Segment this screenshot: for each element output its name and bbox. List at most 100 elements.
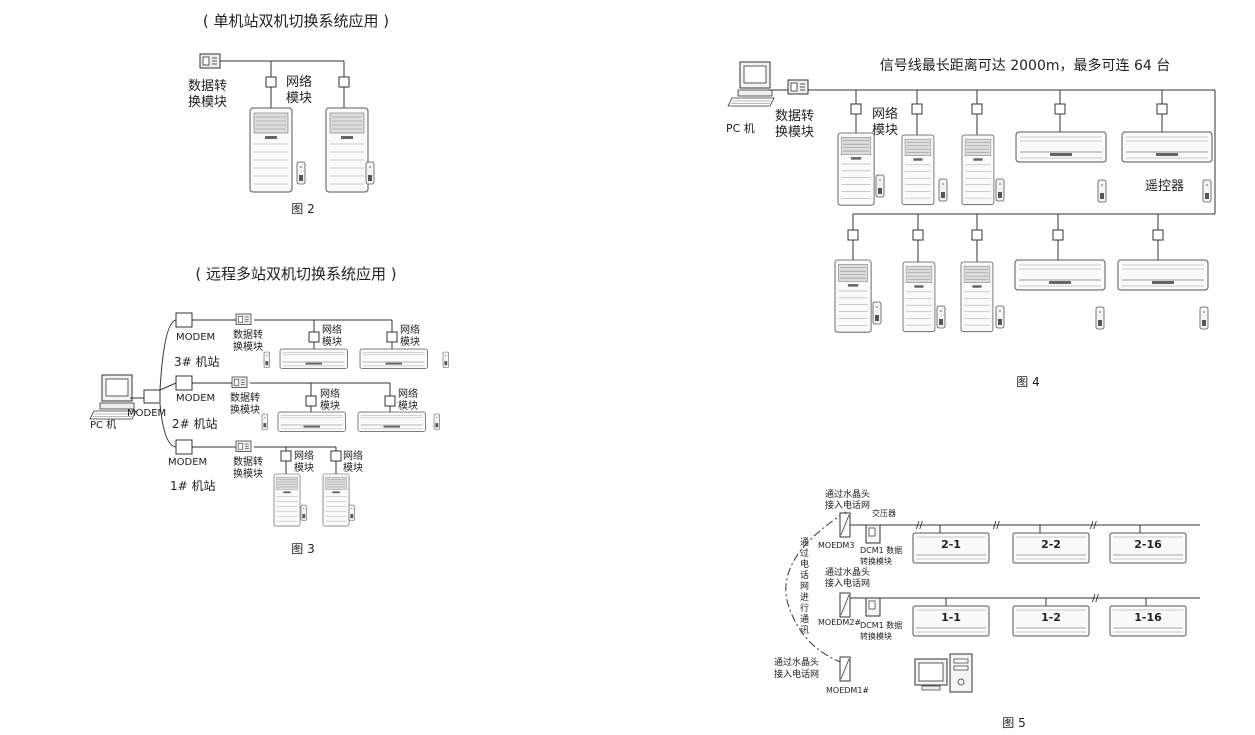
fig3-net2a-l1: 网络: [320, 387, 340, 400]
fig4-remote-label: 遥控器: [1145, 179, 1184, 194]
fig4-floor-ac-r1-2: [901, 134, 935, 206]
fig4-network-line2: 模块: [872, 123, 898, 138]
fig4-remote-r2-5: [1199, 306, 1209, 330]
fig5-dcm1-line2: 转换模块: [860, 631, 892, 641]
fig4-netmod-r1-3: [971, 103, 983, 115]
fig3-converter-3: [235, 313, 252, 325]
fig4-remote-r1-3: [995, 178, 1005, 202]
fig2-caption: 图 2: [291, 202, 314, 216]
fig4-wall-ac-r1-1: [1015, 131, 1107, 163]
fig3-modem-1-label: MODEM: [168, 457, 207, 468]
fig3-netmod-3a: [308, 331, 320, 343]
fig2-remote-1: [296, 161, 306, 185]
fig3-netmod-2b: [384, 395, 396, 407]
fig3-station-1: 1# 机站: [170, 479, 216, 493]
fig4-remote-r1-4: [1097, 179, 1107, 203]
fig5-vertical-note: 通 过 电 话 网 进 行 通 讯: [800, 537, 809, 636]
fig3-net3b-l2: 模块: [400, 336, 420, 348]
fig3-floor-ac-1a: [273, 473, 301, 527]
fig3-netmod-1a: [280, 450, 292, 462]
fig3-net2b-l2: 模块: [398, 400, 418, 412]
fig4-floor-ac-r2-3: [960, 261, 994, 333]
fig3-station-3: 3# 机站: [174, 355, 220, 369]
fig5-modem3-label: MOEDM3: [818, 541, 854, 550]
fig5-vnote-c2: 过: [800, 547, 809, 559]
fig3-net2b-l1: 网络: [398, 387, 418, 400]
figure-3: ( 远程多站双机切换系统应用 ) PC 机: [89, 265, 449, 556]
fig5-vnote-c8: 通: [800, 614, 809, 625]
fig4-remote-r1-2: [938, 178, 948, 202]
fig5-caption: 图 5: [1002, 716, 1025, 730]
fig4-pc: [727, 61, 775, 107]
fig3-net2a-l2: 模块: [320, 400, 340, 412]
fig3-remote-3b: [442, 351, 449, 368]
fig2-data-converter: [199, 53, 221, 69]
fig4-pc-label: PC 机: [726, 121, 755, 135]
fig2-floor-ac-1: [249, 107, 293, 193]
fig3-net3b-l1: 网络: [400, 323, 420, 336]
fig3-modem-3-label: MODEM: [176, 332, 215, 343]
fig5-vnote-c5: 网: [800, 581, 809, 592]
fig4-wall-ac-r2-1: [1014, 259, 1106, 291]
fig4-netmod-r2-4: [1052, 229, 1064, 241]
fig2-converter-line2: 换模块: [188, 95, 227, 110]
fig5-phone1-line2: 接入电话网: [774, 668, 819, 680]
fig3-modem-1: [175, 439, 193, 455]
fig3-remote-2a: [261, 413, 268, 430]
fig4-wall-ac-r1-2: [1121, 131, 1213, 163]
fig4-remote-r1-1: [875, 174, 885, 198]
fig3-modem-2-label: MODEM: [176, 393, 215, 404]
fig2-network-line2: 模块: [286, 91, 312, 106]
fig5-modem1-label: MOEDM1#: [826, 686, 869, 695]
fig2-remote-2: [365, 161, 375, 185]
fig5-break-2a: //: [916, 520, 923, 531]
fig5-phone1-line1: 通过水晶头: [774, 656, 819, 668]
fig5-unit-2-1-label: 2-1: [941, 538, 961, 551]
fig3-remote-1b: [348, 504, 355, 521]
fig4-converter-line1: 数据转: [775, 109, 814, 124]
fig3-modem-3: [175, 312, 193, 328]
fig3-net1b-l2: 模块: [343, 462, 363, 474]
fig3-netmod-1b: [330, 450, 342, 462]
fig3-central-modem: [143, 389, 161, 404]
fig5-vnote-c4: 话: [800, 569, 809, 581]
fig4-netmod-r1-5: [1156, 103, 1168, 115]
figure-4: 信号线最长距离可达 2000m，最多可连 64 台 PC 机 数据转 换模块: [726, 57, 1216, 389]
fig4-remote-r2-3: [995, 305, 1005, 329]
fig4-netmod-r2-5: [1152, 229, 1164, 241]
figure-5: 通 过 电 话 网 进 行 通 讯 通过水晶头 接入电话网 MOEDM3 交压器…: [774, 488, 1200, 730]
fig5-break-2c: //: [1090, 520, 1097, 531]
fig5-phone-link: [785, 511, 847, 665]
fig3-title: ( 远程多站双机切换系统应用 ): [195, 265, 396, 283]
fig5-vnote-c6: 进: [800, 592, 809, 603]
fig3-conv2-line1: 数据转: [230, 391, 260, 404]
fig3-converter-1: [235, 440, 252, 452]
fig3-conv1-line1: 数据转: [233, 455, 263, 468]
fig3-remote-3a: [263, 351, 270, 368]
fig3-netmod-2a: [305, 395, 317, 407]
fig3-caption: 图 3: [291, 542, 314, 556]
fig4-netmod-r1-4: [1054, 103, 1066, 115]
fig4-netmod-r2-1: [847, 229, 859, 241]
fig3-floor-ac-1b: [322, 473, 350, 527]
fig3-remote-1a: [300, 504, 307, 521]
fig5-phone2-line2: 接入电话网: [825, 577, 870, 589]
fig3-lines: [130, 319, 393, 474]
fig5-modem2-label: MOEDM2#: [818, 618, 861, 627]
fig4-wall-ac-r2-2: [1117, 259, 1209, 291]
fig2-floor-ac-2: [325, 107, 369, 193]
fig3-conv3-line2: 换模块: [233, 340, 263, 353]
fig4-bus-lines: [768, 89, 1216, 262]
fig5-phone3-line1: 通过水晶头: [825, 488, 870, 500]
fig4-floor-ac-r2-2: [902, 261, 936, 333]
fig3-conv1-line2: 换模块: [233, 467, 263, 480]
fig3-wall-ac-3a: [279, 348, 348, 369]
fig3-pc-label: PC 机: [90, 418, 116, 431]
fig4-floor-ac-r1-3: [961, 134, 995, 206]
fig5-dcm2-line2: 转换模块: [860, 556, 892, 566]
fig2-converter-line1: 数据转: [188, 79, 227, 94]
fig3-wall-ac-2b: [357, 411, 426, 432]
fig3-conv2-line2: 换模块: [230, 403, 260, 416]
fig2-title: ( 单机站双机切换系统应用 ): [203, 12, 389, 30]
